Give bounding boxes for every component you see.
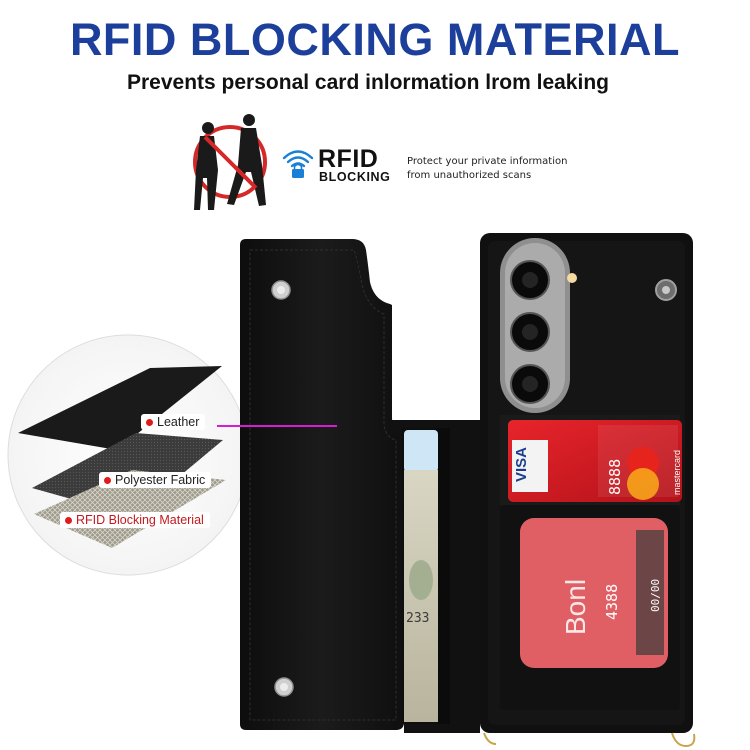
svg-text:Bonl: Bonl <box>560 579 591 635</box>
rfid-description: Protect your private information from un… <box>407 155 567 183</box>
svg-text:mastercard: mastercard <box>672 450 682 495</box>
layer-label-rfid-material: RFID Blocking Material <box>60 512 210 528</box>
layer-label-polyester: Polyester Fabric <box>99 472 212 488</box>
no-skimming-icon <box>193 114 267 210</box>
rfid-description-line2: from unauthorized scans <box>407 170 532 181</box>
svg-text:00/00: 00/00 <box>649 579 662 612</box>
page-title: RFID BLOCKING MATERIAL <box>69 14 681 65</box>
blocking-label: BLOCKING <box>319 170 391 184</box>
strap-clasp <box>671 732 696 748</box>
page-subtitle: Prevents personal card inlormation lrom … <box>127 71 609 94</box>
credit-card: VISA mastercard 8888 <box>508 420 682 502</box>
card-window-slot: Bonl 4388 00/00 <box>500 505 680 710</box>
cash-slot: 233 <box>402 428 450 724</box>
svg-text:8888: 8888 <box>606 459 624 495</box>
layer-label-leather: Leather <box>141 414 206 430</box>
material-layers-diagram <box>7 334 249 576</box>
svg-text:VISA: VISA <box>513 447 530 482</box>
wifi-lock-icon <box>282 150 314 178</box>
wallet-flap <box>240 239 404 730</box>
svg-text:233: 233 <box>406 611 429 626</box>
rfid-label: RFID <box>318 145 379 173</box>
rfid-description-line1: Protect your private information <box>407 156 568 167</box>
strap-clasp-left <box>483 732 497 745</box>
svg-text:4388: 4388 <box>603 584 621 620</box>
